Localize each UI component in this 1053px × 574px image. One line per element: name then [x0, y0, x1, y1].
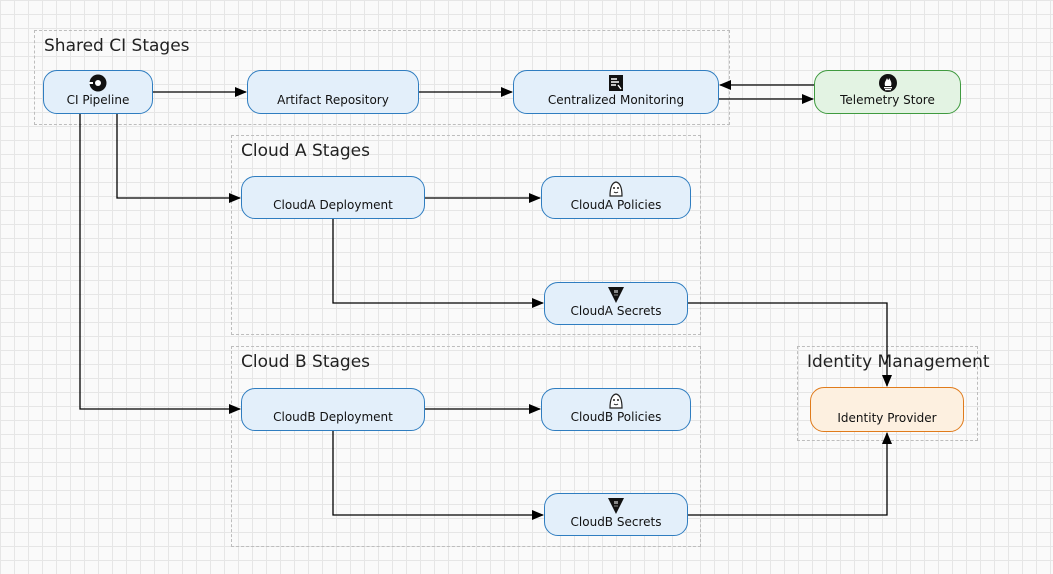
circleci-icon — [89, 74, 107, 92]
node-label: CloudA Secrets — [570, 304, 662, 318]
edge-cloudb-secrets-to-identity — [688, 432, 892, 516]
node-label: CloudB Policies — [570, 410, 662, 424]
group-title: Identity Management — [807, 352, 990, 372]
node-centralized-monitoring[interactable]: Centralized Monitoring — [513, 70, 719, 114]
node-label: CI Pipeline — [66, 93, 130, 107]
node-cloudb-policies[interactable]: CloudB Policies — [541, 388, 691, 431]
group-cloud-a-stages: Cloud A Stages — [231, 135, 701, 335]
edge-clouda-secrets-to-identity — [688, 302, 892, 387]
node-clouda-secrets[interactable]: CloudA Secrets — [544, 282, 688, 325]
node-label: Centralized Monitoring — [547, 93, 685, 107]
node-label: CloudB Deployment — [273, 410, 393, 424]
node-label: Telemetry Store — [840, 93, 935, 107]
edge-clouda-deployment-to-secrets — [332, 219, 544, 308]
node-label: CloudA Deployment — [273, 198, 393, 212]
node-label: Artifact Repository — [277, 93, 389, 107]
node-ci-pipeline[interactable]: CI Pipeline — [43, 70, 153, 114]
policy-agent-icon — [609, 181, 623, 197]
group-title: Cloud B Stages — [241, 352, 371, 372]
node-cloudb-deployment[interactable]: CloudB Deployment — [241, 388, 425, 431]
node-cloudb-secrets[interactable]: CloudB Secrets — [544, 493, 688, 536]
node-artifact-repository[interactable]: Artifact Repository — [247, 70, 419, 114]
group-cloud-b-stages: Cloud B Stages — [231, 346, 701, 547]
monitoring-icon — [609, 75, 623, 91]
vault-icon — [608, 287, 624, 303]
node-label: Identity Provider — [837, 411, 937, 425]
group-title: Shared CI Stages — [44, 36, 190, 56]
edge-ci-to-cloudb-deployment — [79, 114, 241, 414]
node-clouda-deployment[interactable]: CloudA Deployment — [241, 176, 425, 219]
edge-cloudb-deployment-to-secrets — [332, 431, 544, 520]
group-title: Cloud A Stages — [241, 141, 370, 161]
node-label: CloudB Secrets — [570, 515, 662, 529]
node-clouda-policies[interactable]: CloudA Policies — [541, 176, 691, 219]
group-shared-ci-stages: Shared CI Stages — [34, 30, 730, 125]
policy-agent-icon — [609, 393, 623, 409]
node-identity-provider[interactable]: Identity Provider — [810, 387, 964, 432]
node-telemetry-store[interactable]: Telemetry Store — [814, 70, 961, 114]
edge-ci-to-clouda-deployment — [116, 114, 241, 203]
prometheus-icon — [878, 74, 897, 92]
node-label: CloudA Policies — [570, 198, 662, 212]
vault-icon — [608, 498, 624, 514]
